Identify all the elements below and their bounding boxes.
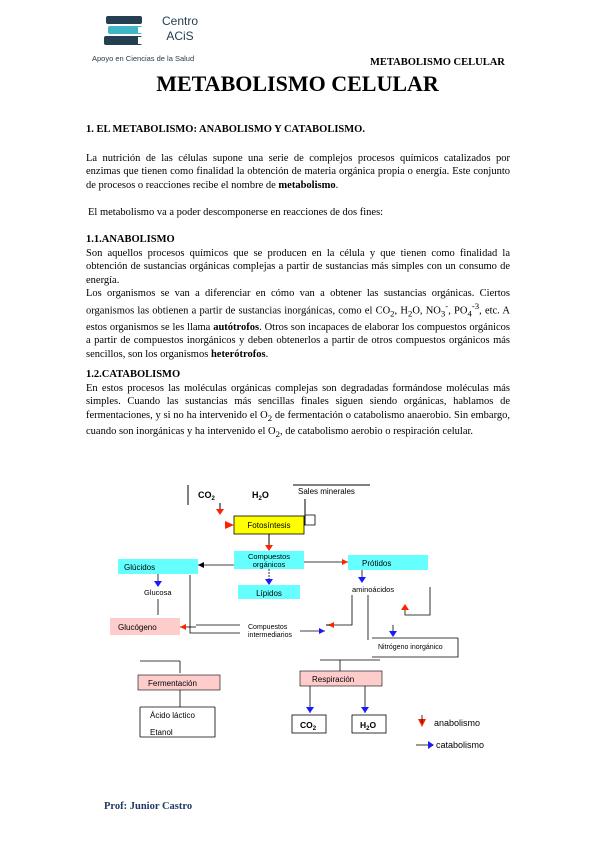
connector-line <box>304 514 316 526</box>
section1-heading: 1. EL METABOLISMO: ANABOLISMO Y CATABOLI… <box>86 124 365 135</box>
arrow-catabolic <box>389 631 397 637</box>
running-header: METABOLISMO CELULAR <box>370 57 505 68</box>
text-run: , PO <box>448 305 468 317</box>
label-fermentacion: Fermentación <box>148 679 197 688</box>
label-etanol: Etanol <box>150 728 173 737</box>
connector-line <box>404 587 431 616</box>
subscript: 2 <box>407 308 413 319</box>
catabolismo-paragraph1: En estos procesos las moléculas orgánica… <box>86 382 510 441</box>
box-co2 <box>291 714 327 734</box>
label-h2o: H2O <box>252 490 269 502</box>
arrow-catabolic <box>361 707 369 713</box>
anabolismo-heading: 1.1.ANABOLISMO <box>86 234 175 245</box>
subscript: 2 <box>275 429 281 440</box>
term-autotrofos: autótrofos <box>213 322 260 334</box>
label-intermedios-2: intermediarios <box>248 632 292 639</box>
text-run: , de catabolismo aerobio o respiración c… <box>280 425 474 437</box>
label-respiracion: Respiración <box>312 675 354 684</box>
label-co2-output: CO2 <box>300 720 317 732</box>
text-run: Los organismos se van a diferenciar en c… <box>86 288 510 317</box>
subscript: 3 <box>440 308 446 319</box>
anabolismo-paragraph1: Son aquellos procesos químicos que se pr… <box>86 248 510 286</box>
text-run: , H <box>394 305 408 317</box>
text-run: . <box>335 179 339 191</box>
page-title: METABOLISMO CELULAR <box>156 71 439 96</box>
logo-tagline: Apoyo en Ciencias de la Salud <box>92 54 195 63</box>
connector-line <box>328 595 353 626</box>
arrow-anabolic <box>401 604 409 610</box>
arrow-anabolic <box>180 624 186 630</box>
section1-paragraph1: La nutrición de las células supone una s… <box>86 152 510 192</box>
box-h2o <box>351 714 387 734</box>
connector-line <box>140 707 216 738</box>
label-fotosintesis: Fotosíntesis <box>247 521 290 530</box>
box-lipidos <box>238 585 300 599</box>
connector-line <box>189 575 240 634</box>
label-glucogeno: Glucógeno <box>118 623 157 632</box>
footer-author: Prof: Junior Castro <box>104 801 193 812</box>
logo-name-line2: ACiS <box>166 29 194 43</box>
logo-name-line1: Centro <box>161 14 199 28</box>
box-compuestos-organicos <box>234 551 304 569</box>
text-run: , etc. A estos organismos se les llama <box>86 305 510 334</box>
text-run: O, NO <box>412 305 441 317</box>
superscript: - <box>445 301 449 312</box>
label-glucidos: Glúcidos <box>124 563 155 572</box>
text-run: En estos procesos las moléculas orgánica… <box>86 383 510 421</box>
legend-catabolismo-arrow <box>428 741 434 749</box>
arrow-catabolic <box>154 581 162 587</box>
arrow-catabolic <box>358 577 366 583</box>
label-h2o-output: H2O <box>360 720 376 732</box>
label-nitrogeno: Nitrógeno inorgánico <box>378 644 443 651</box>
arrow-anabolic <box>216 509 224 515</box>
label-sales: Sales minerales <box>298 487 355 496</box>
arrow-catabolic <box>319 628 325 634</box>
superscript: -3 <box>471 301 480 312</box>
subscript: 4 <box>467 308 472 319</box>
label-protidos: Prótidos <box>362 559 391 568</box>
arrow-plain <box>198 562 204 568</box>
arrow-anabolic <box>265 545 273 551</box>
text-run: . <box>265 348 269 360</box>
legend-catabolismo: catabolismo <box>436 740 484 750</box>
connector-line <box>372 638 459 658</box>
label-compuestos-2: orgánicos <box>253 560 286 569</box>
arrow-anabolic <box>225 521 234 529</box>
logo-books-icon <box>104 16 144 45</box>
text-run: de fermentación o catabolismo anaerobio.… <box>86 409 511 437</box>
arrow-anabolic <box>342 559 348 565</box>
arrow-catabolic <box>306 707 314 713</box>
label-co2: CO2 <box>198 490 216 502</box>
box-fermentacion <box>137 674 221 691</box>
metabolism-diagram: CO2 H2O Sales minerales Fotosíntesis Com… <box>110 484 484 750</box>
arrow-catabolic <box>265 579 273 585</box>
label-lipidos: Lípidos <box>256 589 282 598</box>
term-metabolismo: metabolismo <box>278 179 336 191</box>
logo-name: Centro ACiS <box>152 14 208 44</box>
label-intermedios-1: Compuestos <box>248 624 288 631</box>
box-glucogeno <box>110 618 180 635</box>
subscript: 2 <box>390 308 395 319</box>
anabolismo-paragraph2: Los organismos se van a diferenciar en c… <box>86 287 510 361</box>
label-glucosa: Glucosa <box>144 588 172 597</box>
legend-anabolismo: anabolismo <box>434 718 480 728</box>
subscript: 2 <box>267 412 273 423</box>
label-aminoacidos: aminoácidos <box>352 585 394 594</box>
box-respiracion <box>299 670 383 687</box>
text-run: La nutrición de las células supone una s… <box>86 153 510 191</box>
box-protidos <box>348 555 428 570</box>
section1-paragraph2: El metabolismo va a poder descomponerse … <box>88 207 384 218</box>
catabolismo-heading: 1.2.CATABOLISMO <box>86 369 181 380</box>
box-glucidos <box>118 559 198 574</box>
label-compuestos-1: Compuestos <box>248 552 290 561</box>
term-heterotrofos: heterótrofos <box>210 348 266 360</box>
arrow-anabolic <box>328 622 334 628</box>
text-run: . Otros son incapaces de elaborar los co… <box>86 322 510 360</box>
label-acido-lactico: Ácido láctico <box>150 711 195 720</box>
